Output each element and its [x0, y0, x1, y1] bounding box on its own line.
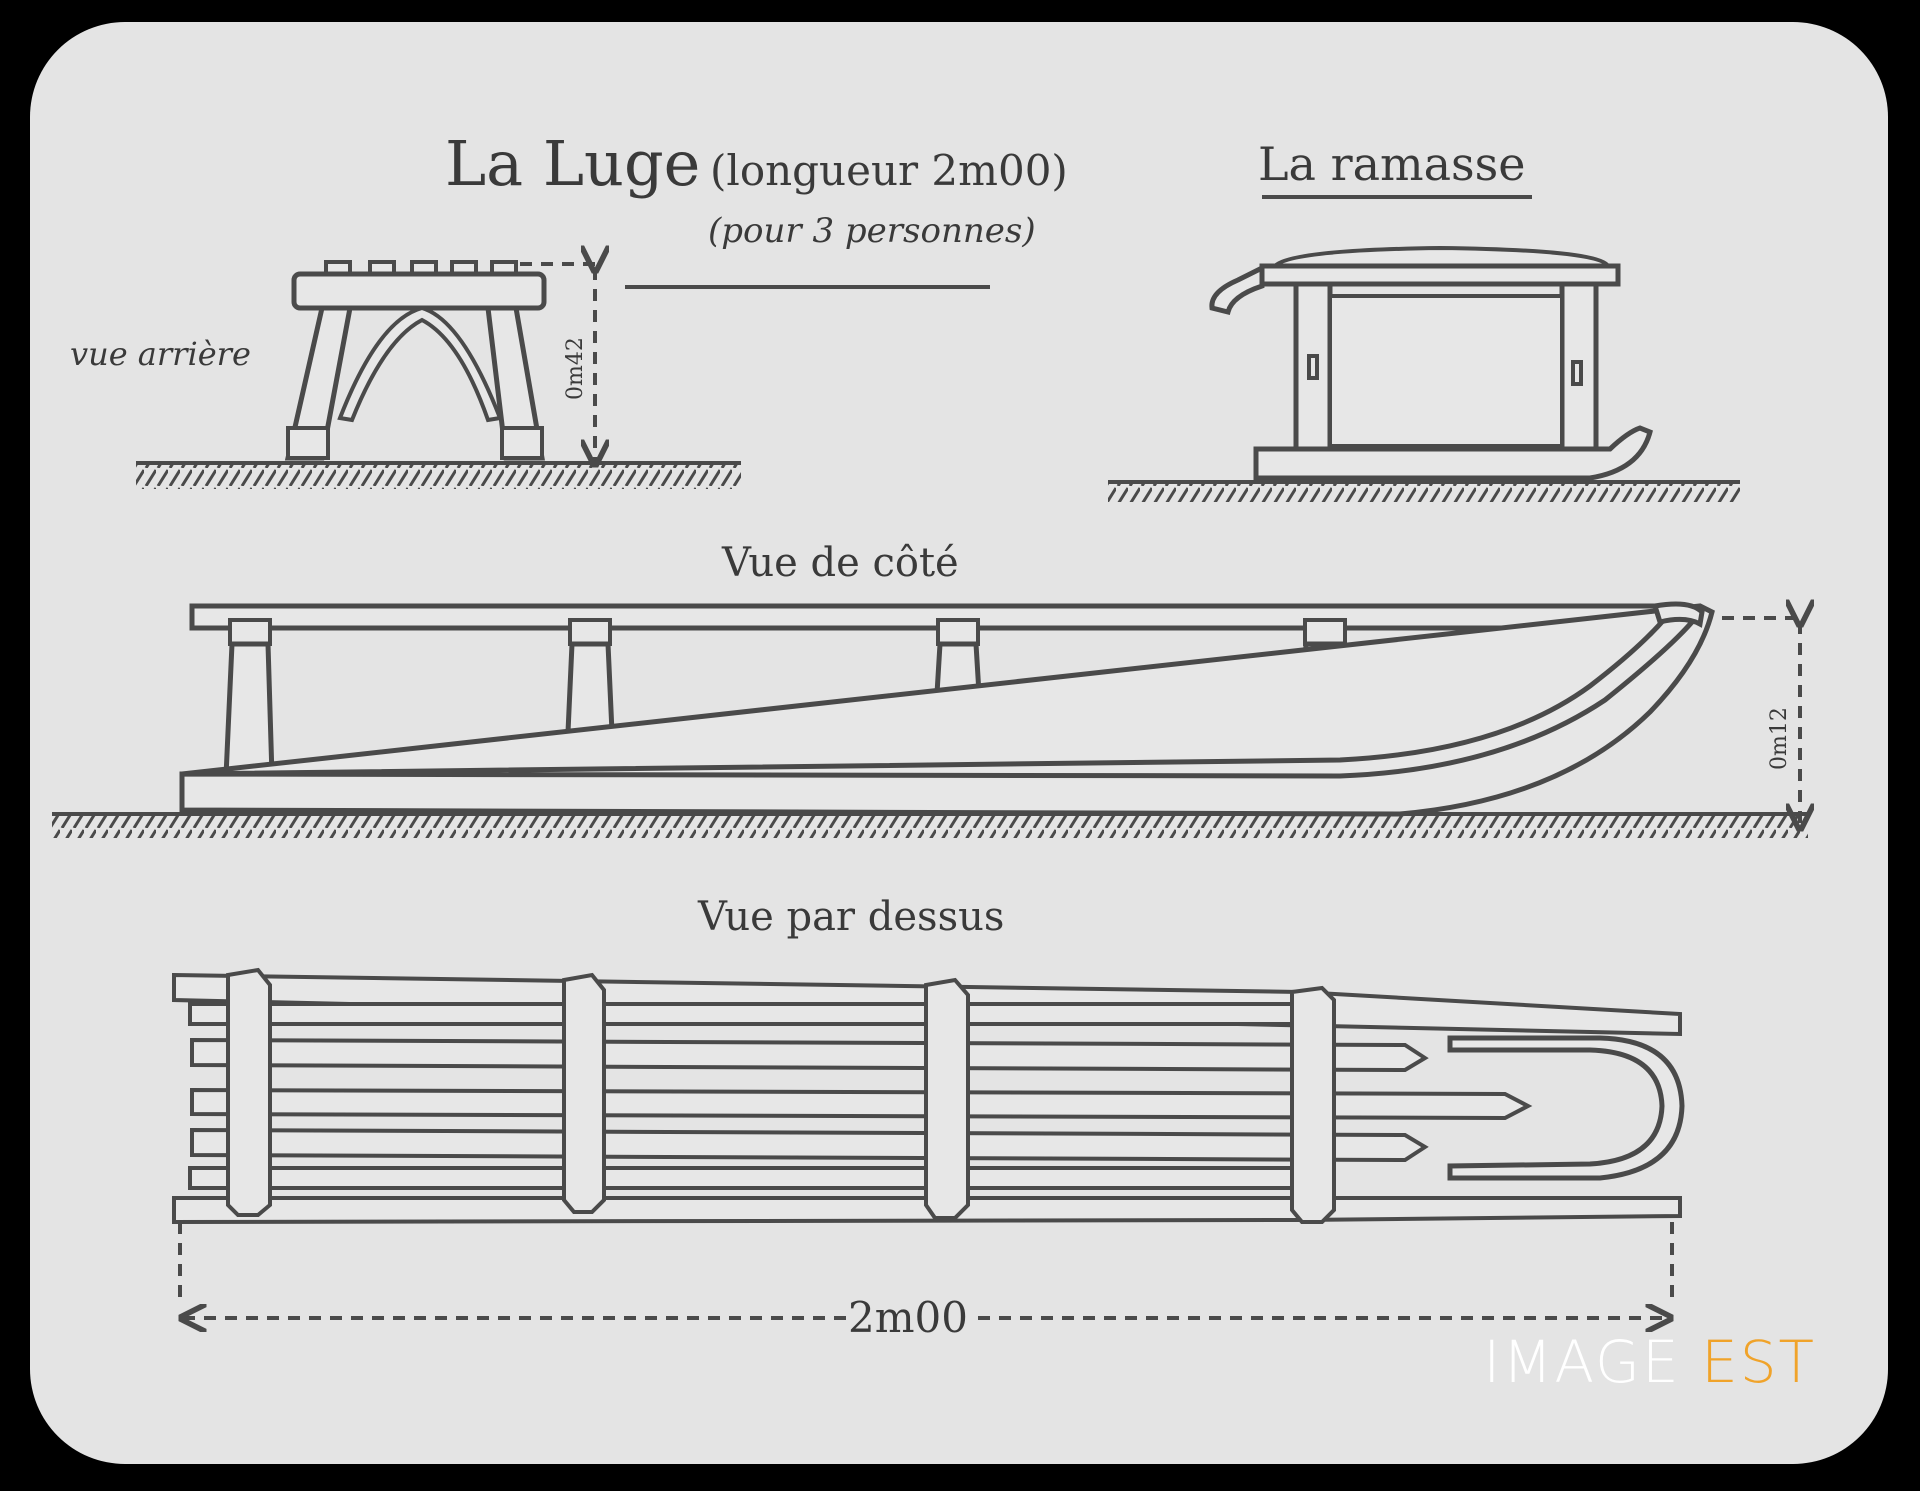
- side-post-1: [223, 618, 275, 779]
- top-slat-5: [190, 1127, 1429, 1163]
- rear-seat-board: [291, 271, 547, 311]
- rear-brace: [337, 305, 503, 423]
- watermark-accent: EST: [1701, 1328, 1816, 1396]
- rear-ground-hatch: [136, 465, 741, 489]
- side-runner-tip: [1651, 601, 1705, 628]
- ramasse-sled: [1209, 245, 1653, 481]
- label-rear-view: vue arrière: [70, 335, 251, 373]
- side-runner: [179, 603, 1715, 817]
- top-runner-curve: [1447, 1035, 1685, 1181]
- rear-runner-left: [286, 426, 330, 460]
- ramasse-slot-left: [1307, 354, 1319, 380]
- side-dim-label: 0m12: [1767, 707, 1792, 770]
- top-crossbar-1: [226, 967, 272, 1217]
- top-slat-6: [188, 1166, 1312, 1190]
- rear-dim-label: 0m42: [563, 337, 588, 400]
- watermark-brand: IMAGE: [1483, 1328, 1681, 1396]
- top-crossbar-4: [1290, 985, 1336, 1224]
- top-slat-2: [188, 1002, 1312, 1026]
- ramasse-handle: [1209, 263, 1265, 316]
- label-ramasse: La ramasse: [1258, 137, 1526, 191]
- ramasse-runner: [1253, 425, 1653, 481]
- side-ground-hatch: [52, 816, 1808, 838]
- title-persons: (pour 3 personnes): [708, 211, 1036, 251]
- rear-runner-right: [500, 426, 544, 460]
- side-top-rail: [189, 603, 1665, 631]
- label-top-view: Vue par dessus: [697, 894, 1004, 940]
- sled-technical-drawing: La Luge (longueur 2m00) (pour 3 personne…: [52, 127, 1888, 1342]
- ramasse-frame: [1328, 294, 1564, 448]
- rear-view-sled: [284, 260, 547, 461]
- top-view-sled: [172, 967, 1685, 1225]
- ramasse-seat-board: [1259, 263, 1621, 287]
- title-main: La Luge: [445, 127, 700, 200]
- lantern-slide: La Luge (longueur 2m00) (pour 3 personne…: [30, 22, 1888, 1464]
- top-slat-4: [190, 1087, 1533, 1121]
- label-side-view: Vue de côté: [721, 540, 959, 586]
- ramasse-ground-hatch: [1108, 484, 1740, 502]
- ramasse-leg-left: [1293, 281, 1333, 452]
- image-est-watermark: IMAGE EST: [1483, 1328, 1816, 1396]
- ramasse-slot-right: [1571, 360, 1583, 386]
- top-slat-3: [190, 1037, 1429, 1073]
- top-crossbar-3: [924, 977, 970, 1220]
- length-dim-label: 2m00: [848, 1293, 968, 1342]
- ramasse-seat-cushion: [1270, 245, 1612, 268]
- title-length: (longueur 2m00): [710, 146, 1068, 195]
- top-crossbar-2: [562, 972, 606, 1214]
- side-view-sled: [179, 601, 1715, 817]
